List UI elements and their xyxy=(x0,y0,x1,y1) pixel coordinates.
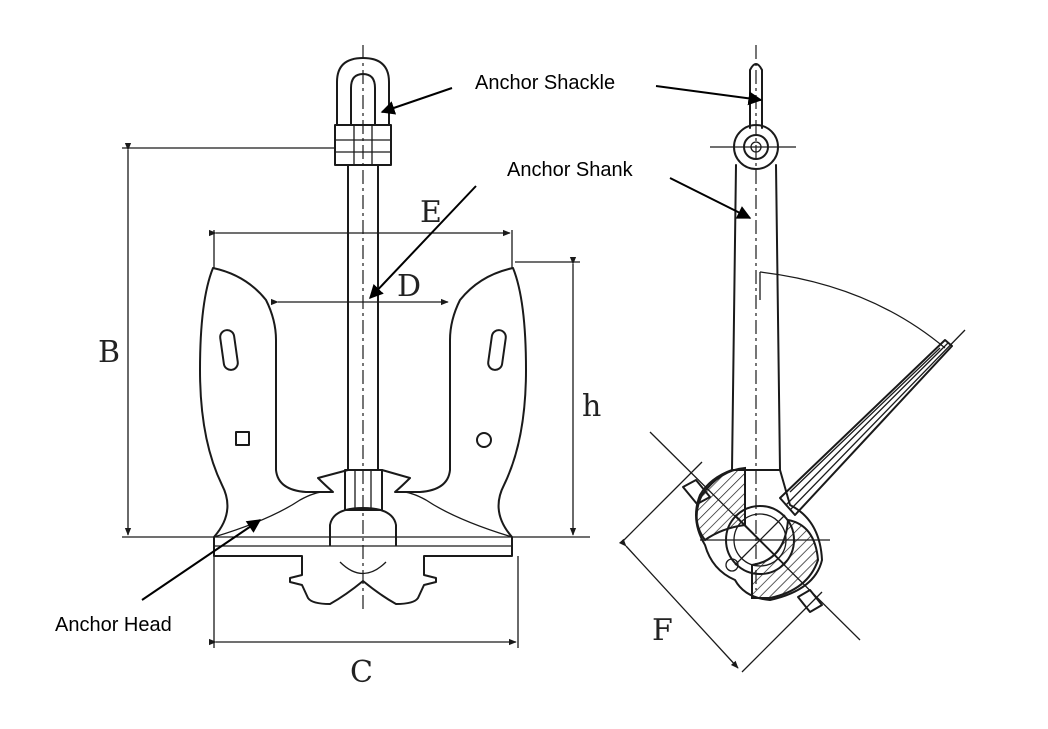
dim-label-E: E xyxy=(420,195,442,230)
callout-anchor-shank: Anchor Shank xyxy=(507,159,634,181)
fluke-side xyxy=(779,329,966,516)
callout-anchor-shackle: Anchor Shackle xyxy=(475,72,615,94)
dim-label-h: h xyxy=(582,389,601,424)
front-dimensions xyxy=(122,142,590,648)
head-section xyxy=(649,431,861,641)
callouts xyxy=(141,85,763,601)
callout-anchor-head: Anchor Head xyxy=(55,614,172,636)
shank-arrow-left xyxy=(369,185,477,300)
dim-label-B: B xyxy=(98,335,120,370)
shackle-arrow-right xyxy=(655,85,763,106)
head-arrow xyxy=(141,519,262,601)
shank-arrow-right xyxy=(669,177,752,219)
dim-label-D: D xyxy=(397,269,421,304)
side-view: F xyxy=(618,45,966,673)
dim-F xyxy=(618,461,823,673)
shackle-front xyxy=(334,57,392,166)
front-view: B E D h C xyxy=(98,45,601,690)
dim-label-F: F xyxy=(652,613,673,648)
dim-label-C: C xyxy=(350,655,373,690)
shackle-arrow-left xyxy=(380,87,453,115)
shank-front xyxy=(344,164,383,511)
